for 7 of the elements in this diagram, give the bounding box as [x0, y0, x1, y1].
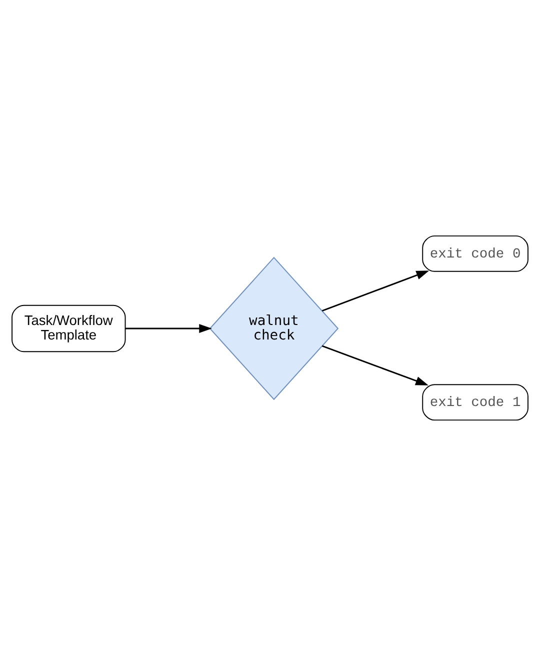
arrow	[322, 344, 428, 385]
node-box: exit code 1	[422, 384, 528, 420]
node-diamond: walnut check	[209, 256, 339, 400]
node-box: Task/Workflow Template	[12, 304, 126, 352]
arrow	[322, 270, 430, 311]
node-box: exit code 0	[422, 234, 528, 272]
arrow	[125, 324, 212, 332]
